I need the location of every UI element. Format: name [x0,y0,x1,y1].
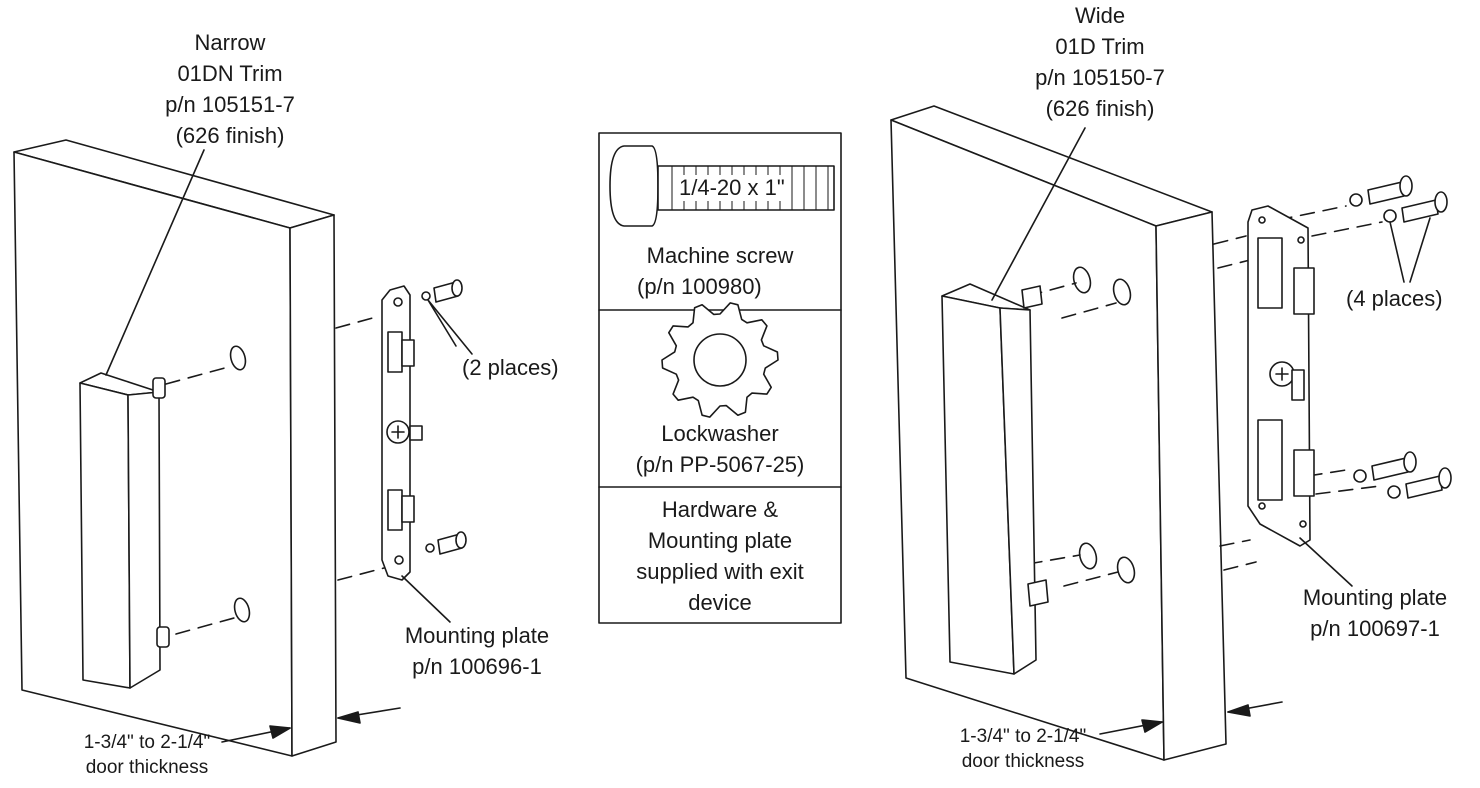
narrow-door [13,139,337,757]
narrow-door-holes [229,345,251,623]
wide-door-thickness-label: 1-3/4" to 2-1/4" door thickness [938,724,1108,774]
narrow-leaders [105,149,473,623]
wide-leaders [991,127,1431,587]
machine-screw-label: Machine screw (p/n 100980) [599,240,841,302]
wide-trim-label: Wide 01D Trim p/n 105150-7 (626 finish) [1000,0,1200,124]
wide-trim-label-line: Wide [1074,3,1126,28]
narrow-trim-label-line: Narrow [194,30,266,55]
wide-mounting-plate [1247,205,1315,547]
narrow-trim-label-line: p/n 105151-7 [165,92,295,117]
lockwasher-label: Lockwasher (p/n PP-5067-25) [599,418,841,480]
narrow-thickness-arrows [221,707,401,743]
screw-size-label: 1/4-20 x 1" [676,175,788,201]
narrow-mounting-plate [381,285,423,581]
wide-trim-label-line: 01D Trim [1055,34,1145,59]
supply-note-line: device [688,590,752,615]
lockwasher-line: (p/n PP-5067-25) [635,452,805,477]
supply-note-line: Mounting plate [647,528,793,553]
supply-note-line: supplied with exit [636,559,804,584]
narrow-trim-label-line: (626 finish) [175,123,285,148]
wide-plate-label-line: Mounting plate [1302,585,1448,610]
wide-door [890,105,1227,761]
narrow-thickness-line: 1-3/4" to 2-1/4" [83,732,211,753]
narrow-door-thickness-label: 1-3/4" to 2-1/4" door thickness [62,730,232,780]
lockwasher-line: Lockwasher [661,421,779,446]
wide-screws [1349,175,1452,499]
wide-thickness-line: 1-3/4" to 2-1/4" [959,726,1087,747]
narrow-trim [79,372,170,689]
narrow-trim-label-line: 01DN Trim [177,61,283,86]
lockwasher-illustration [661,302,779,418]
narrow-plate-label-line: Mounting plate [404,623,550,648]
wide-plate-label-line: p/n 100697-1 [1310,616,1440,641]
machine-screw-line: (p/n 100980) [637,274,762,299]
wide-places-label: (4 places) [1346,286,1443,311]
wide-trim [941,283,1049,675]
supply-note: Hardware & Mounting plate supplied with … [599,494,841,618]
narrow-trim-label: Narrow 01DN Trim p/n 105151-7 (626 finis… [130,27,330,151]
wide-trim-label-line: p/n 105150-7 [1035,65,1165,90]
wide-trim-label-line: (626 finish) [1045,96,1155,121]
narrow-mounting-plate-label: Mounting plate p/n 100696-1 [382,620,572,682]
narrow-alignment-lines [165,315,385,635]
machine-screw-line: Machine screw [646,243,794,268]
wide-mounting-plate-label: Mounting plate p/n 100697-1 [1280,582,1470,644]
wide-thickness-line: door thickness [961,751,1085,772]
supply-note-line: Hardware & [661,497,779,522]
narrow-plate-label-line: p/n 100696-1 [412,654,542,679]
wide-door-holes [1072,266,1136,584]
narrow-thickness-line: door thickness [85,757,209,778]
wide-thickness-arrows [1099,701,1283,735]
narrow-places-label: (2 places) [462,355,559,380]
narrow-screws [421,279,467,555]
